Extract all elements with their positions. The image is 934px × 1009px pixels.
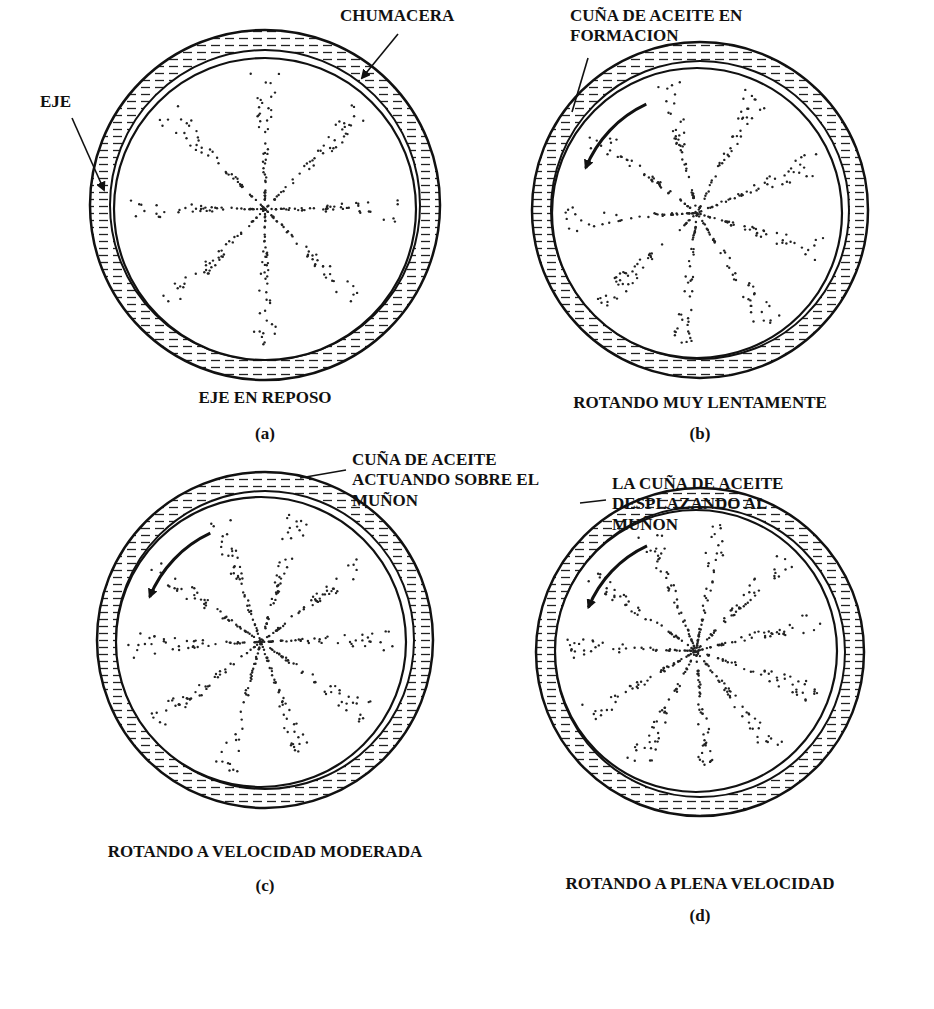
journal-texture (127, 514, 393, 773)
journal-texture (566, 524, 821, 766)
journal (114, 58, 416, 360)
caption-label: ROTANDO A PLENA VELOCIDAD (490, 874, 910, 894)
bearing-bore (555, 507, 845, 797)
caption-label: ROTANDO MUY LENTAMENTE (500, 393, 900, 413)
caption-label: (b) (670, 424, 730, 444)
bearing-shell (90, 30, 440, 380)
bearing-bore (110, 50, 420, 360)
caption-label: ROTANDO A VELOCIDAD MODERADA (50, 842, 480, 862)
rotation-arrow (588, 546, 647, 608)
rotation-arrow (150, 533, 211, 597)
journal-texture (565, 81, 825, 344)
leader-line (580, 500, 606, 503)
journal-texture (130, 73, 399, 346)
journal (552, 68, 842, 358)
caption-label: EJE EN REPOSO (65, 388, 465, 408)
bearing-shell (532, 42, 868, 378)
part-label: EJE (40, 92, 100, 112)
rotation-arrow (586, 104, 647, 168)
part-label: CHUMACERA (340, 6, 500, 26)
leader-line (572, 58, 588, 112)
part-label: CUÑA DE ACEITE EN FORMACION (570, 6, 760, 47)
journal (555, 510, 837, 792)
bearing-shell (536, 488, 864, 816)
caption-label: (c) (235, 876, 295, 896)
caption-label: (a) (235, 424, 295, 444)
leader-line (362, 34, 398, 78)
bearing-shell (97, 472, 433, 808)
bearing-bore (116, 491, 414, 789)
leader-line (300, 470, 346, 478)
caption-label: (d) (670, 906, 730, 926)
bearing-bore (551, 61, 849, 359)
part-label: LA CUÑA DE ACEITE DESPLAZANDO AL MUÑON (612, 474, 812, 535)
leader-line (72, 118, 104, 190)
part-label: CUÑA DE ACEITE ACTUANDO SOBRE EL MUÑON (352, 450, 542, 511)
journal (116, 497, 406, 787)
